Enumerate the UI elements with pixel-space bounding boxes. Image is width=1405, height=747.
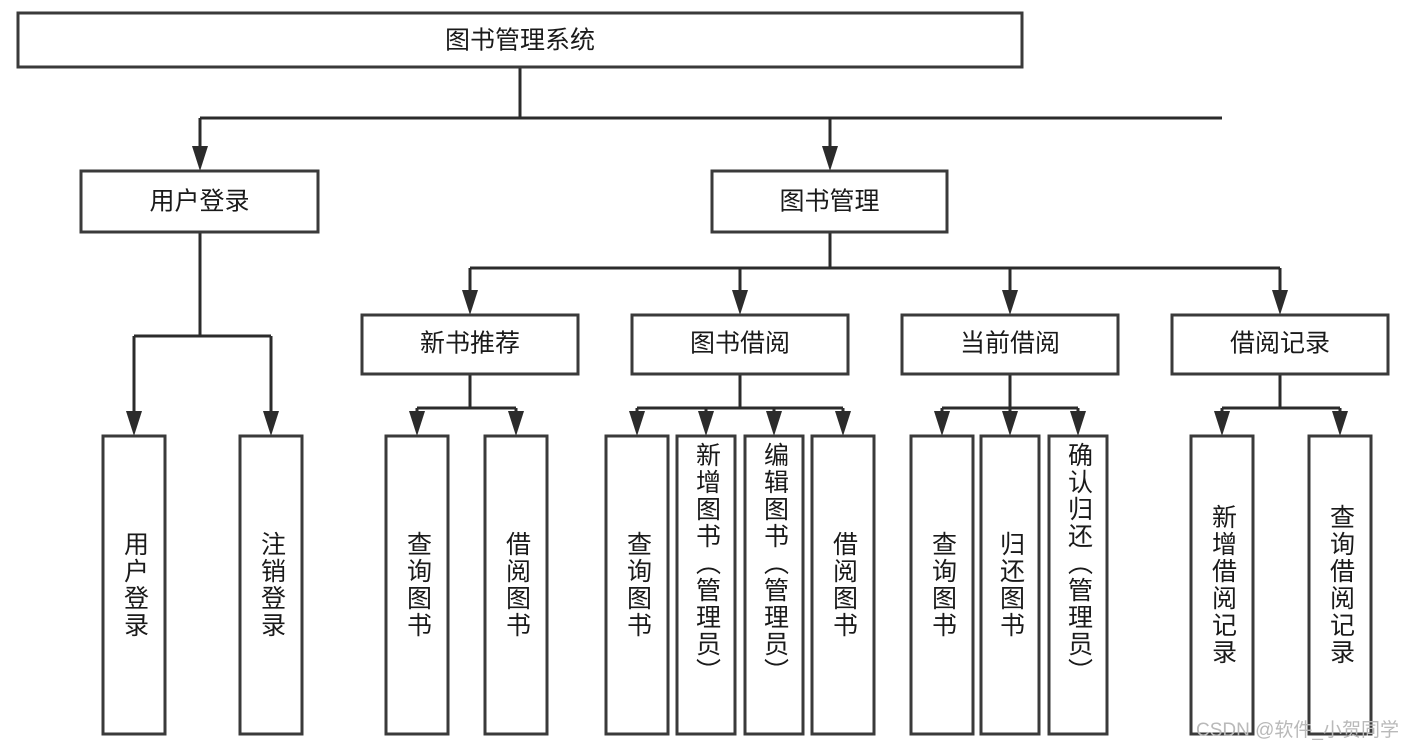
connector-bookmanage-to-level3 <box>462 232 1288 315</box>
leaf-box-edit-book <box>743 434 805 736</box>
leaf-confirm-return-label: 确认归还（管理员） <box>1064 442 1093 685</box>
leaf-box-user-login <box>101 434 167 736</box>
connector-currentborrow-to-leaves <box>934 374 1086 436</box>
leaf-query-book-2-label: 查询图书 <box>623 531 652 639</box>
leaf-edit-book[interactable]: 编辑图书（管理员） <box>745 436 803 734</box>
node-borrow-record[interactable]: 借阅记录 <box>1170 313 1390 376</box>
node-new-book-recommend[interactable]: 新书推荐 <box>360 313 580 376</box>
node-root-label: 图书管理系统 <box>445 27 595 55</box>
leaf-box-query-book-1 <box>384 434 450 736</box>
connector-bookborrow-to-leaves <box>629 374 851 436</box>
leaf-add-record-label: 新增借阅记录 <box>1208 504 1237 666</box>
leaf-query-book-3[interactable]: 查询图书 <box>911 436 973 734</box>
leaf-add-book[interactable]: 新增图书（管理员） <box>677 436 735 734</box>
node-new-book-recommend-label: 新书推荐 <box>420 330 520 358</box>
leaf-box-add-book <box>675 434 737 736</box>
leaf-user-login[interactable]: 用户登录 <box>103 436 165 734</box>
leaf-box-borrow-book-2 <box>810 434 876 736</box>
leaf-box-query-book-2 <box>604 434 670 736</box>
node-current-borrow-label: 当前借阅 <box>960 330 1060 358</box>
leaf-query-book-1-label: 查询图书 <box>403 531 432 639</box>
node-current-borrow[interactable]: 当前借阅 <box>900 313 1120 376</box>
leaf-box-borrow-book-1 <box>483 434 549 736</box>
leaf-box-add-record <box>1189 434 1255 736</box>
leaf-add-book-label: 新增图书（管理员） <box>692 442 721 685</box>
leaf-borrow-book-2[interactable]: 借阅图书 <box>812 436 874 734</box>
leaf-query-book-2[interactable]: 查询图书 <box>606 436 668 734</box>
node-book-manage-label: 图书管理 <box>779 188 879 216</box>
leaf-logout-login-label: 注销登录 <box>257 531 286 639</box>
connector-newbook-to-leaves <box>409 374 524 436</box>
leaf-borrow-book-1-label: 借阅图书 <box>502 531 531 639</box>
connector-userlogin-to-leaves <box>126 232 279 436</box>
leaf-user-login-label: 用户登录 <box>120 531 149 639</box>
leaf-box-confirm-return <box>1047 434 1109 736</box>
leaf-box-logout-login <box>238 434 304 736</box>
leaf-query-record-label: 查询借阅记录 <box>1326 504 1355 666</box>
leaf-boxes <box>101 434 1373 736</box>
leaf-edit-book-label: 编辑图书（管理员） <box>760 442 789 685</box>
node-book-borrow[interactable]: 图书借阅 <box>630 313 850 376</box>
node-user-login[interactable]: 用户登录 <box>79 169 320 234</box>
node-root[interactable]: 图书管理系统 <box>16 11 1024 69</box>
leaf-box-query-record <box>1307 434 1373 736</box>
leaf-query-book-1[interactable]: 查询图书 <box>386 436 448 734</box>
connector-root-to-level2 <box>192 67 1222 171</box>
node-user-login-label: 用户登录 <box>149 188 249 216</box>
node-book-manage[interactable]: 图书管理 <box>710 169 949 234</box>
leaf-add-record[interactable]: 新增借阅记录 <box>1191 436 1253 734</box>
node-book-borrow-label: 图书借阅 <box>690 330 790 358</box>
leaf-logout-login[interactable]: 注销登录 <box>240 436 302 734</box>
leaf-query-record[interactable]: 查询借阅记录 <box>1309 436 1371 734</box>
leaf-return-book[interactable]: 归还图书 <box>981 436 1039 734</box>
leaf-borrow-book-2-label: 借阅图书 <box>829 531 858 639</box>
node-borrow-record-label: 借阅记录 <box>1230 330 1330 358</box>
leaf-return-book-label: 归还图书 <box>996 531 1025 639</box>
connector-borrowrecord-to-leaves <box>1214 374 1348 436</box>
leaf-confirm-return[interactable]: 确认归还（管理员） <box>1049 436 1107 734</box>
leaf-query-book-3-label: 查询图书 <box>928 531 957 639</box>
leaf-box-query-book-3 <box>909 434 975 736</box>
leaf-borrow-book-1[interactable]: 借阅图书 <box>485 436 547 734</box>
leaf-box-return-book <box>979 434 1041 736</box>
